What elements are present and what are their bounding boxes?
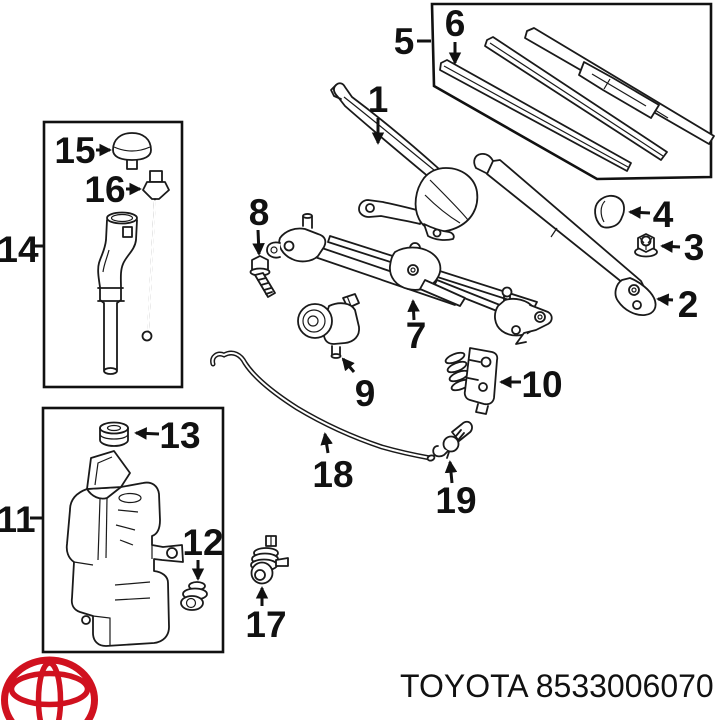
callout-label-17: 17 (245, 604, 286, 645)
level-gauge-drawing (141, 170, 170, 342)
mount-bolt-drawing (249, 255, 276, 298)
callout-label-3: 3 (684, 227, 705, 268)
callout-label-14: 14 (0, 229, 39, 270)
filler-neck-drawing (97, 211, 138, 375)
filler-neck-box (42, 120, 184, 389)
hose-joint-drawing (432, 420, 473, 459)
callout-label-4: 4 (653, 194, 674, 235)
linkage-bracket-drawing (444, 347, 499, 415)
callout-label-8: 8 (249, 192, 270, 233)
callout-label-6: 6 (445, 3, 466, 44)
callout-label-5: 5 (394, 21, 415, 62)
part-number-text: TOYOTA 8533006070 (400, 668, 714, 704)
callout-labels: 1 2 3 4 5 6 7 8 9 10 11 12 13 14 15 16 1… (0, 3, 704, 645)
grommet-13-drawing (99, 421, 129, 447)
callout-label-1: 1 (368, 79, 389, 120)
wiper-arm-1-drawing (330, 82, 479, 241)
callout-label-13: 13 (159, 415, 200, 456)
grommet-12-drawing (180, 581, 208, 611)
callout-label-2: 2 (678, 284, 699, 325)
toyota-logo-icon (1, 656, 98, 720)
reservoir-tank-drawing (65, 450, 184, 647)
wiper-motor-drawing (297, 293, 360, 359)
toyota-logo-outer-ellipse (1, 656, 98, 720)
callout-label-15: 15 (54, 130, 95, 171)
reservoir-cap-drawing (112, 132, 152, 170)
toyota-logo-horizontal-ellipse (8, 670, 91, 708)
callout-label-16: 16 (84, 169, 125, 210)
callout-label-11: 11 (0, 499, 36, 540)
washer-reservoir-box (41, 406, 225, 654)
pivot-cap-drawing (594, 194, 625, 229)
wiper-linkage-drawing (266, 213, 553, 345)
wiper-arm-2-drawing (473, 152, 657, 316)
callout-label-7: 7 (406, 315, 427, 356)
callout-leaders (30, 39, 681, 606)
pivot-nut-drawing (634, 233, 658, 258)
washer-pump-drawing (250, 535, 289, 585)
callout-label-9: 9 (355, 373, 376, 414)
toyota-logo-vertical-ellipse (35, 660, 64, 720)
wiper-blade-box (430, 2, 715, 181)
callout-label-10: 10 (521, 364, 562, 405)
callout-label-12: 12 (182, 522, 223, 563)
callout-label-19: 19 (435, 480, 476, 521)
washer-hose-drawing (210, 350, 436, 462)
callout-label-18: 18 (312, 454, 353, 495)
